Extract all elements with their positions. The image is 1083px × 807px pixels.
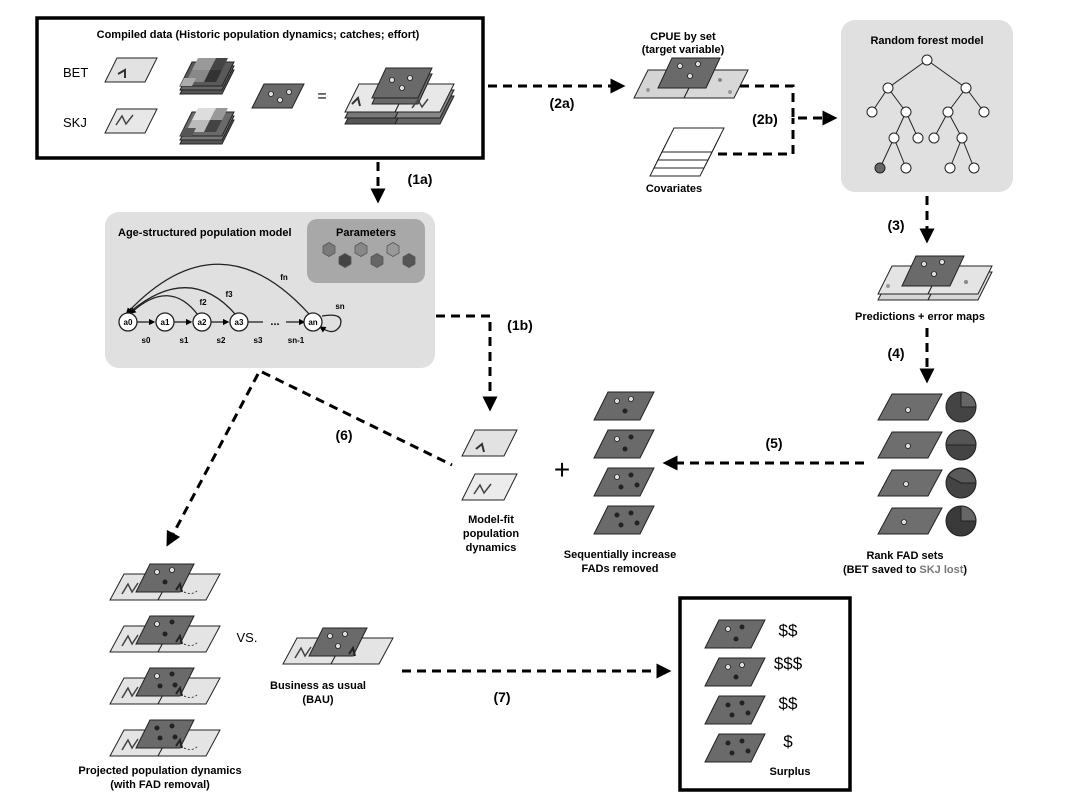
arrow-2b-bottom [718, 118, 795, 156]
age-node-2: a2 [198, 318, 207, 327]
cpue-title-line1: CPUE by set [650, 31, 716, 43]
cpue-node: CPUE by set (target variable) [633, 31, 749, 99]
random-forest-panel: Random forest model [841, 20, 1013, 192]
step-label-1b: (1b) [507, 317, 533, 333]
survival-0: s0 [142, 336, 151, 345]
fecundity-n: fn [280, 273, 288, 282]
fecundity-3: f3 [225, 290, 233, 299]
step-label-4: (4) [887, 345, 904, 361]
rank-fad-maps [877, 393, 943, 535]
skj-dynamics-map [104, 108, 158, 134]
model-fit-maps [461, 429, 518, 501]
rank-open: (BET saved to [843, 564, 919, 576]
connectors [166, 78, 935, 679]
fad-removal-stack [593, 391, 655, 535]
predictions-label: Predictions + error maps [855, 311, 985, 323]
rank-label-line1: Rank FAD sets [866, 550, 943, 562]
rank-label-line2: (BET saved to SKJ lost) [843, 564, 967, 576]
skj-catch-stack [179, 108, 235, 145]
effort-map [251, 83, 305, 109]
species-label-bet: BET [63, 65, 88, 80]
bau-node [282, 627, 394, 665]
surplus-value-4: $ [783, 732, 793, 751]
species-label-skj: SKJ [63, 115, 87, 130]
combined-data-stack [344, 67, 455, 125]
survival-n: sn [335, 302, 344, 311]
arrow-6-left [166, 373, 260, 547]
step-label-2b: (2b) [752, 111, 778, 127]
predictions-node: Predictions + error maps [855, 255, 993, 323]
age-node-0: a0 [124, 318, 133, 327]
surplus-value-2: $$$ [774, 654, 803, 673]
age-nodes [118, 312, 323, 332]
bau-label-line1: Business as usual [270, 680, 366, 692]
step-label-3: (3) [887, 217, 904, 233]
random-forest-title: Random forest model [870, 35, 983, 47]
step-label-7: (7) [493, 689, 510, 705]
decision-tree-icon [866, 54, 990, 174]
step-label-6: (6) [335, 427, 352, 443]
fecundity-2: f2 [199, 298, 207, 307]
rank-close: ) [963, 564, 967, 576]
covariates-label: Covariates [646, 183, 702, 195]
age-node-n: an [308, 318, 317, 327]
compiled-data-box: Compiled data (Historic population dynam… [35, 16, 485, 160]
projected-stack [109, 563, 221, 757]
survival-1: s1 [180, 336, 189, 345]
covariates-node: Covariates [646, 127, 725, 195]
vs-label: VS. [237, 630, 258, 645]
cpue-title-line2: (target variable) [642, 44, 725, 56]
step-label-5: (5) [765, 435, 782, 451]
surplus-box: $$ $$$ $$ $ Surplus [678, 596, 852, 792]
surplus-value-3: $$ [779, 694, 798, 713]
survival-2: s2 [217, 336, 226, 345]
survival-3: s3 [254, 336, 263, 345]
equals-sign: = [317, 88, 326, 105]
projected-label-line1: Projected population dynamics [78, 765, 241, 777]
arrow-2b-top [740, 84, 838, 126]
step-label-1a: (1a) [408, 171, 433, 187]
seq-label-line2: FADs removed [581, 563, 658, 575]
rank-skj: SKJ lost [919, 564, 963, 576]
bet-dynamics-map [104, 57, 158, 83]
arrow-6-right [261, 370, 453, 467]
surplus-value-1: $$ [779, 621, 798, 640]
model-fit-line2: population [463, 528, 519, 540]
age-ellipsis: ... [270, 316, 279, 328]
seq-label-line1: Sequentially increase [564, 549, 677, 561]
age-node-1: a1 [161, 318, 170, 327]
projected-label-line2: (with FAD removal) [110, 779, 210, 791]
step-label-2a: (2a) [550, 95, 575, 111]
bau-label-line2: (BAU) [302, 694, 333, 706]
arrow-1b [436, 314, 498, 412]
surplus-label: Surplus [770, 766, 811, 778]
rank-fad-pies [945, 391, 977, 537]
model-fit-line1: Model-fit [468, 514, 514, 526]
age-node-3: a3 [235, 318, 244, 327]
age-model-panel: Age-structured population model Paramete… [105, 212, 435, 368]
parameters-label: Parameters [336, 227, 396, 239]
bet-catch-stack [179, 58, 235, 95]
age-model-title: Age-structured population model [118, 227, 292, 239]
plus-sign: + [554, 454, 570, 485]
model-fit-line3: dynamics [466, 542, 517, 554]
survival-n-1: sn-1 [288, 336, 305, 345]
parameter-hexagons [322, 242, 416, 268]
compiled-data-title: Compiled data (Historic population dynam… [97, 29, 420, 41]
